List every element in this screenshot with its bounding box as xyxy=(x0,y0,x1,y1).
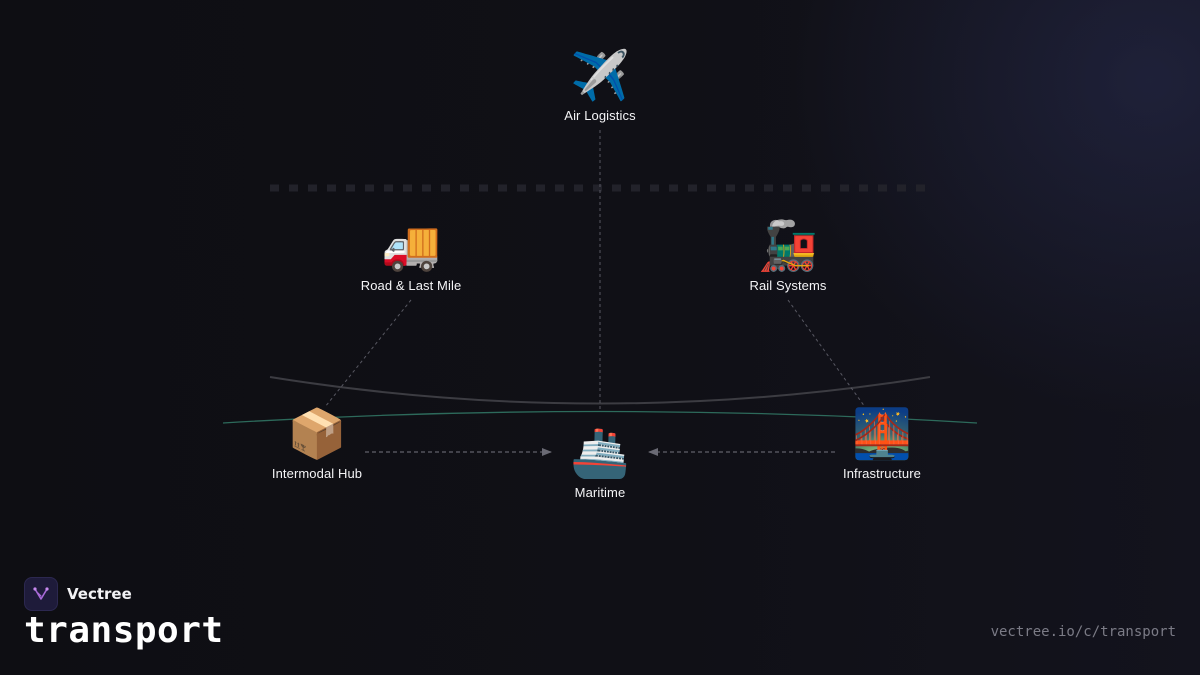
ship-icon: 🚢 xyxy=(570,427,630,480)
page-url[interactable]: vectree.io/c/transport xyxy=(990,624,1176,640)
delivery-truck-icon: 🚚 xyxy=(381,220,441,273)
edge-rail-infra xyxy=(787,299,866,408)
node-maritime[interactable]: 🚢 Maritime xyxy=(510,425,690,500)
node-intermodal-hub[interactable]: 📦 Intermodal Hub xyxy=(227,406,407,481)
node-label: Infrastructure xyxy=(843,466,921,481)
node-label: Maritime xyxy=(574,485,626,500)
airplane-icon: ✈️ xyxy=(570,50,630,103)
node-air-logistics[interactable]: ✈️ Air Logistics xyxy=(510,48,690,123)
bridge-at-night-icon: 🌉 xyxy=(852,408,912,461)
node-label: Rail Systems xyxy=(749,278,827,293)
node-rail-systems[interactable]: 🚂 Rail Systems xyxy=(698,218,878,293)
package-icon: 📦 xyxy=(287,408,347,461)
brand[interactable]: Vectree xyxy=(24,577,132,611)
node-label: Intermodal Hub xyxy=(271,466,363,481)
vectree-logo-icon xyxy=(24,577,58,611)
node-label: Air Logistics xyxy=(564,108,636,123)
decorative-arc-teal xyxy=(222,410,978,424)
edge-road-hub xyxy=(324,299,412,408)
node-label: Road & Last Mile xyxy=(360,278,462,293)
node-road-last-mile[interactable]: 🚚 Road & Last Mile xyxy=(321,218,501,293)
brand-name: Vectree xyxy=(67,585,132,603)
locomotive-icon: 🚂 xyxy=(758,220,818,273)
decorative-arc-gray xyxy=(269,376,931,405)
node-infrastructure[interactable]: 🌉 Infrastructure xyxy=(792,406,972,481)
category-title: transport xyxy=(24,610,224,651)
